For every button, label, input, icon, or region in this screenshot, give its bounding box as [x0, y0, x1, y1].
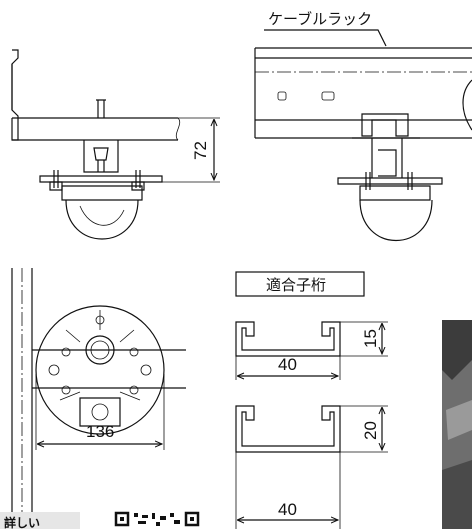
- dimension-40-label-2: 40: [278, 500, 297, 519]
- side-view: 72: [11, 49, 220, 240]
- beam-profile-40x20: 20 40: [235, 405, 388, 529]
- compatible-beams-section: 適合子桁 15 40 20 40: [235, 271, 388, 529]
- cable-rack-label: ケーブルラック: [268, 10, 372, 28]
- dimension-15-label: 15: [361, 329, 380, 348]
- qr-code[interactable]: [114, 511, 200, 529]
- beam-profile-40x15: 15 40: [235, 321, 388, 380]
- dimension-72-label: 72: [191, 141, 210, 160]
- compatible-beams-title: 適合子桁: [266, 276, 326, 294]
- product-photo: [442, 320, 472, 529]
- dimension-20-label: 20: [361, 421, 380, 440]
- detail-caption-text: 詳しい: [4, 515, 40, 529]
- top-view: 136: [11, 268, 186, 529]
- dimension-40-label-1: 40: [278, 355, 297, 374]
- front-view: ケーブルラック: [254, 10, 472, 242]
- detail-caption: 詳しい: [0, 512, 80, 529]
- dimension-136-label: 136: [86, 422, 114, 441]
